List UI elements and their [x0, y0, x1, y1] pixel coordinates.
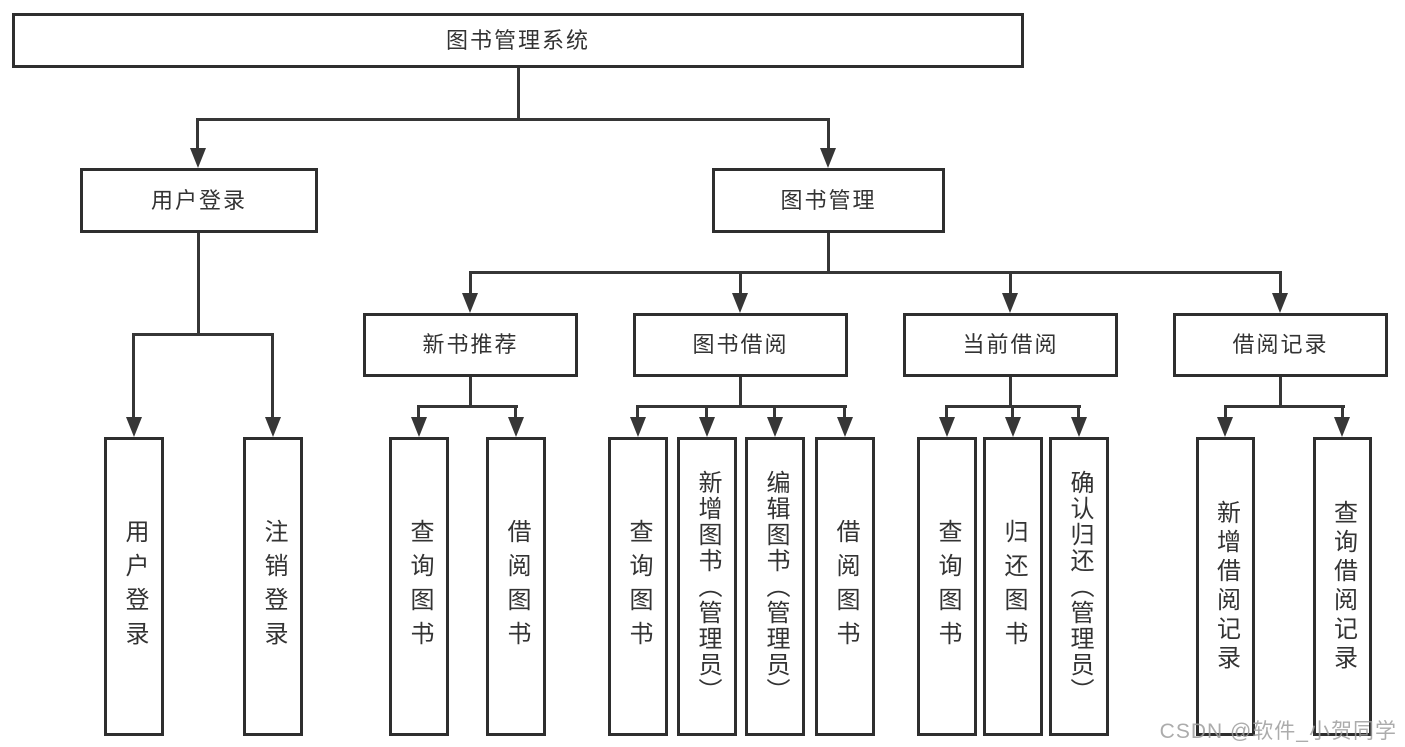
connector-line [132, 333, 135, 419]
node-leaf-br-add-record-label: 新增借阅记录 [1212, 499, 1240, 674]
arrowhead-down-icon [699, 417, 715, 437]
node-leaf-user-login-label: 用户登录 [121, 518, 148, 655]
connector-line [469, 271, 1282, 274]
node-book-management-label: 图书管理 [780, 187, 877, 213]
node-leaf-user-login: 用户登录 [104, 437, 164, 736]
node-root-label: 图书管理系统 [445, 27, 590, 53]
node-leaf-logout: 注销登录 [243, 437, 303, 736]
node-current-borrowing-label: 当前借阅 [962, 332, 1059, 357]
node-leaf-cb-query-books-label: 查询图书 [934, 518, 961, 655]
node-leaf-bb-add-books: 新增图书（管理员） [677, 437, 737, 736]
connector-line [1077, 405, 1080, 419]
connector-line [1009, 271, 1012, 295]
arrowhead-down-icon [837, 417, 853, 437]
node-leaf-cb-query-books: 查询图书 [917, 437, 977, 736]
connector-line [739, 377, 742, 407]
arrowhead-down-icon [820, 148, 836, 168]
node-leaf-br-add-record: 新增借阅记录 [1196, 437, 1255, 736]
connector-line [417, 405, 518, 408]
node-leaf-cb-return-books-label: 归还图书 [1000, 518, 1027, 655]
connector-line [469, 377, 472, 407]
arrowhead-down-icon [508, 417, 524, 437]
node-leaf-nb-query-books-label: 查询图书 [406, 518, 433, 655]
connector-line [739, 271, 742, 295]
connector-line [132, 333, 273, 336]
arrowhead-down-icon [462, 293, 478, 313]
watermark: CSDN @软件_小贺同学 [1159, 720, 1397, 743]
arrowhead-down-icon [126, 417, 142, 437]
node-leaf-cb-confirm-return-label: 确认归还（管理员） [1066, 469, 1093, 704]
arrowhead-down-icon [767, 417, 783, 437]
connector-line [1224, 405, 1227, 419]
arrowhead-down-icon [1272, 293, 1288, 313]
node-root: 图书管理系统 [12, 13, 1024, 68]
connector-line [1224, 405, 1345, 408]
connector-line [196, 118, 199, 150]
connector-line [1279, 377, 1282, 407]
connector-line [827, 118, 830, 150]
node-leaf-bb-query-books-label: 查询图书 [625, 518, 652, 655]
connector-line [636, 405, 639, 419]
node-leaf-nb-borrow-books-label: 借阅图书 [503, 518, 530, 655]
node-book-borrowing-label: 图书借阅 [692, 332, 789, 357]
arrowhead-down-icon [411, 417, 427, 437]
connector-line [514, 405, 517, 419]
node-book-management: 图书管理 [712, 168, 945, 233]
connector-line [1279, 271, 1282, 295]
arrowhead-down-icon [190, 148, 206, 168]
connector-line [827, 233, 830, 273]
node-new-book-recommendation-label: 新书推荐 [422, 332, 519, 357]
connector-line [196, 118, 830, 121]
connector-line [517, 68, 520, 120]
arrowhead-down-icon [1334, 417, 1350, 437]
connector-line [773, 405, 776, 419]
connector-line [1009, 377, 1012, 407]
connector-line [843, 405, 846, 419]
connector-line [705, 405, 708, 419]
node-leaf-bb-edit-books-label: 编辑图书（管理员） [762, 469, 789, 704]
arrowhead-down-icon [630, 417, 646, 437]
connector-line [636, 405, 847, 408]
connector-line [945, 405, 948, 419]
arrowhead-down-icon [265, 417, 281, 437]
node-new-book-recommendation: 新书推荐 [363, 313, 578, 377]
node-book-borrowing: 图书借阅 [633, 313, 848, 377]
arrowhead-down-icon [1217, 417, 1233, 437]
node-leaf-bb-borrow-books-label: 借阅图书 [832, 518, 859, 655]
arrowhead-down-icon [1071, 417, 1087, 437]
node-leaf-nb-borrow-books: 借阅图书 [486, 437, 546, 736]
node-borrowing-records: 借阅记录 [1173, 313, 1388, 377]
node-leaf-nb-query-books: 查询图书 [389, 437, 449, 736]
node-current-borrowing: 当前借阅 [903, 313, 1118, 377]
arrowhead-down-icon [1005, 417, 1021, 437]
node-leaf-cb-confirm-return: 确认归还（管理员） [1049, 437, 1109, 736]
node-leaf-cb-return-books: 归还图书 [983, 437, 1043, 736]
node-user-login: 用户登录 [80, 168, 318, 233]
node-leaf-br-query-record: 查询借阅记录 [1313, 437, 1372, 736]
connector-line [1341, 405, 1344, 419]
node-leaf-logout-label: 注销登录 [260, 518, 287, 655]
node-leaf-bb-edit-books: 编辑图书（管理员） [745, 437, 805, 736]
connector-line [417, 405, 420, 419]
node-leaf-br-query-record-label: 查询借阅记录 [1329, 499, 1357, 674]
node-leaf-bb-borrow-books: 借阅图书 [815, 437, 875, 736]
node-leaf-bb-add-books-label: 新增图书（管理员） [694, 469, 721, 704]
arrowhead-down-icon [939, 417, 955, 437]
connector-line [1011, 405, 1014, 419]
connector-line [271, 333, 274, 419]
node-leaf-bb-query-books: 查询图书 [608, 437, 668, 736]
arrowhead-down-icon [1002, 293, 1018, 313]
node-borrowing-records-label: 借阅记录 [1232, 332, 1329, 357]
connector-line [469, 271, 472, 295]
connector-line [197, 233, 200, 335]
arrowhead-down-icon [732, 293, 748, 313]
node-user-login-label: 用户登录 [150, 187, 247, 213]
